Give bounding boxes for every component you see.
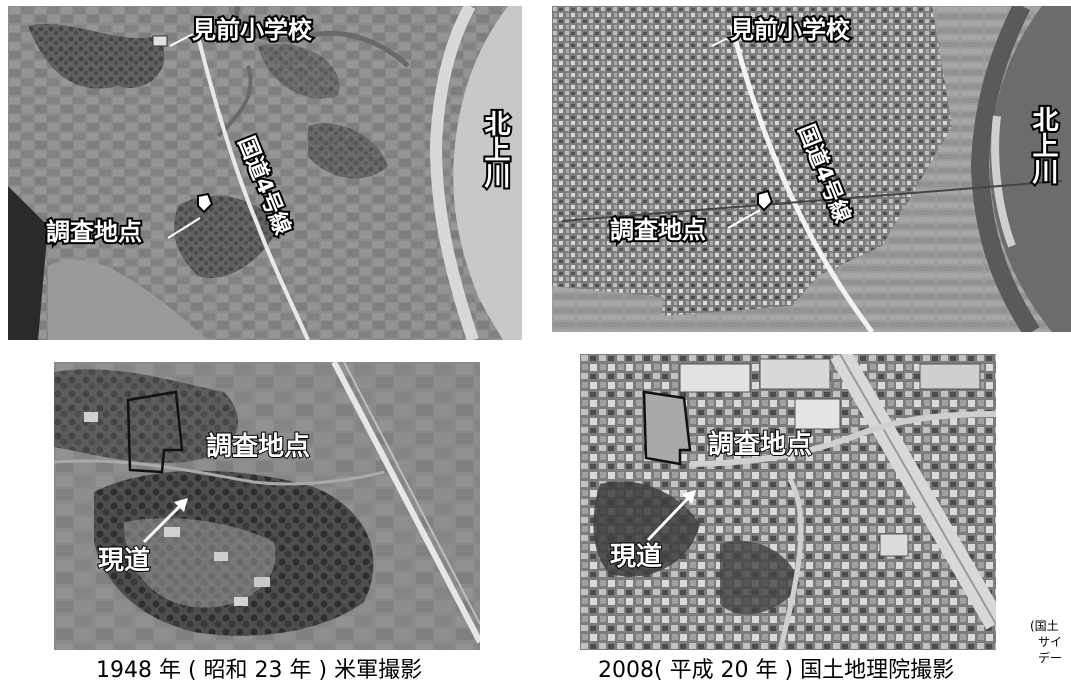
credit-line-3: デー	[1038, 651, 1063, 666]
current-road-label: 現道	[609, 542, 663, 572]
school-label: 見前小学校	[728, 16, 852, 44]
aerial-photo-1948-detail	[54, 362, 480, 650]
map-panel-2008-overview: 見前小学校 調査地点 国道4号線 北上川	[552, 6, 1071, 332]
site-label: 調査地点	[44, 218, 144, 246]
aerial-photo-1948-overview	[8, 6, 522, 340]
caption-2008: 2008( 平成 20 年 ) 国土地理院撮影	[598, 658, 955, 683]
river-label: 北上川	[478, 108, 512, 190]
caption-1948: 1948 年 ( 昭和 23 年 ) 米軍撮影	[96, 658, 423, 683]
map-panel-1948-detail: 調査地点 現道	[54, 362, 480, 650]
aerial-photo-2008-overview	[552, 6, 1071, 332]
aerial-photo-2008-detail	[580, 354, 996, 650]
river-label: 北上川	[1026, 104, 1060, 186]
site-label: 調査地点	[608, 216, 708, 244]
map-panel-1948-overview: 見前小学校 調査地点 国道4号線 北上川	[8, 6, 522, 340]
site-label: 調査地点	[707, 430, 813, 460]
current-road-label: 現道	[97, 546, 151, 576]
credit-line-2: サイ	[1038, 635, 1063, 650]
site-label: 調査地点	[205, 432, 311, 462]
source-credit: (国土 サイ デー	[1030, 618, 1062, 667]
map-panel-2008-detail: 調査地点 現道	[580, 354, 996, 650]
school-label: 見前小学校	[190, 16, 314, 44]
credit-line-1: (国土	[1030, 619, 1059, 633]
